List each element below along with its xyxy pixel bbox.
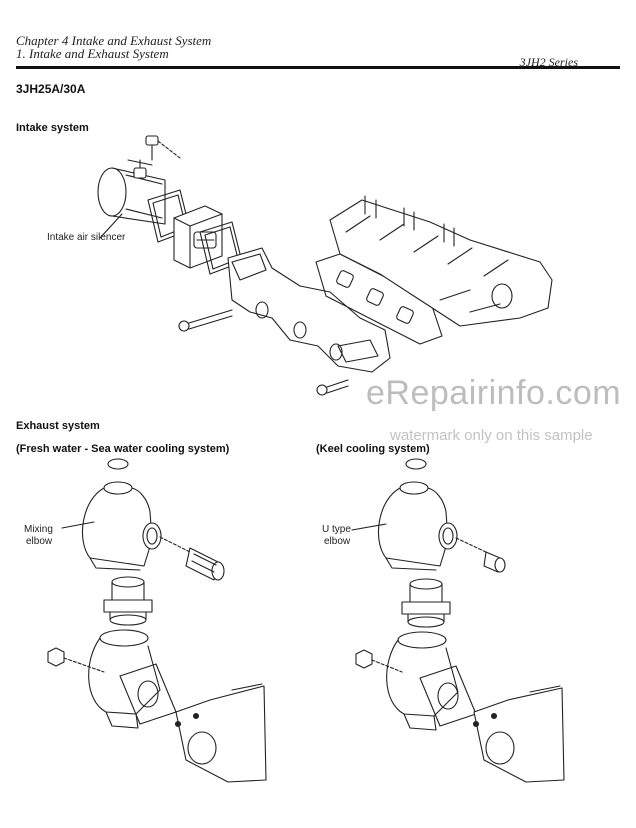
manifold-bolt-upper <box>178 309 233 332</box>
mixing-exhaust-elbow <box>88 629 161 729</box>
keel-flange-adapter <box>472 685 565 783</box>
keel-elbow-nut <box>355 649 403 673</box>
u-type-plug <box>483 551 506 573</box>
chapter-title: Chapter 4 Intake and Exhaust System <box>16 33 212 48</box>
fresh-water-heading: (Fresh water - Sea water cooling system) <box>16 443 230 455</box>
intake-manifold <box>227 247 391 373</box>
intake-air-silencer-label: Intake air silencer <box>47 232 126 243</box>
mixing-elbow-o-ring <box>107 458 129 470</box>
u-type-elbow-label-line2: elbow <box>324 536 351 547</box>
keel-cooling-heading: (Keel cooling system) <box>316 443 430 455</box>
watermark-note: watermark only on this sample <box>390 427 593 444</box>
model-heading: 3JH25A/30A <box>16 82 86 96</box>
mixing-elbow-leader-line <box>61 521 95 529</box>
mixing-elbow-nut <box>47 647 105 673</box>
exhaust-heading: Exhaust system <box>16 420 100 432</box>
cylinder-head <box>329 195 553 327</box>
section-title: 1. Intake and Exhaust System <box>16 46 169 61</box>
mixing-joint-nipple <box>103 576 153 626</box>
u-type-elbow <box>377 481 458 571</box>
series-label: 3JH2 Series <box>519 55 578 69</box>
mixing-flange-gasket <box>119 663 177 725</box>
keel-exhaust-elbow <box>386 631 459 731</box>
manifold-bolt-lower <box>316 379 349 396</box>
mixing-elbow-label-line1: Mixing <box>24 524 53 535</box>
u-type-elbow-leader-line <box>351 523 387 531</box>
header-rule <box>16 66 620 69</box>
u-type-elbow-diagram <box>351 458 565 783</box>
silencer-bolt <box>145 135 181 161</box>
mixing-flange-adapter <box>174 683 267 783</box>
intake-diagram <box>97 135 553 396</box>
watermark-site: eRepairinfo.com <box>366 374 622 412</box>
silencer-leader-line <box>99 213 123 239</box>
u-type-elbow-label-line1: U type <box>322 524 351 535</box>
intake-air-silencer <box>97 159 166 225</box>
intake-heading: Intake system <box>16 122 89 134</box>
u-type-elbow-o-ring <box>405 458 427 470</box>
keel-flange-gasket <box>419 665 477 727</box>
mixing-elbow-diagram <box>47 458 267 783</box>
mixing-elbow <box>81 481 162 571</box>
keel-joint-nipple <box>401 578 451 628</box>
mixing-elbow-nipple <box>185 547 225 581</box>
intake-box <box>173 205 223 269</box>
mixing-elbow-label-line2: elbow <box>26 536 53 547</box>
